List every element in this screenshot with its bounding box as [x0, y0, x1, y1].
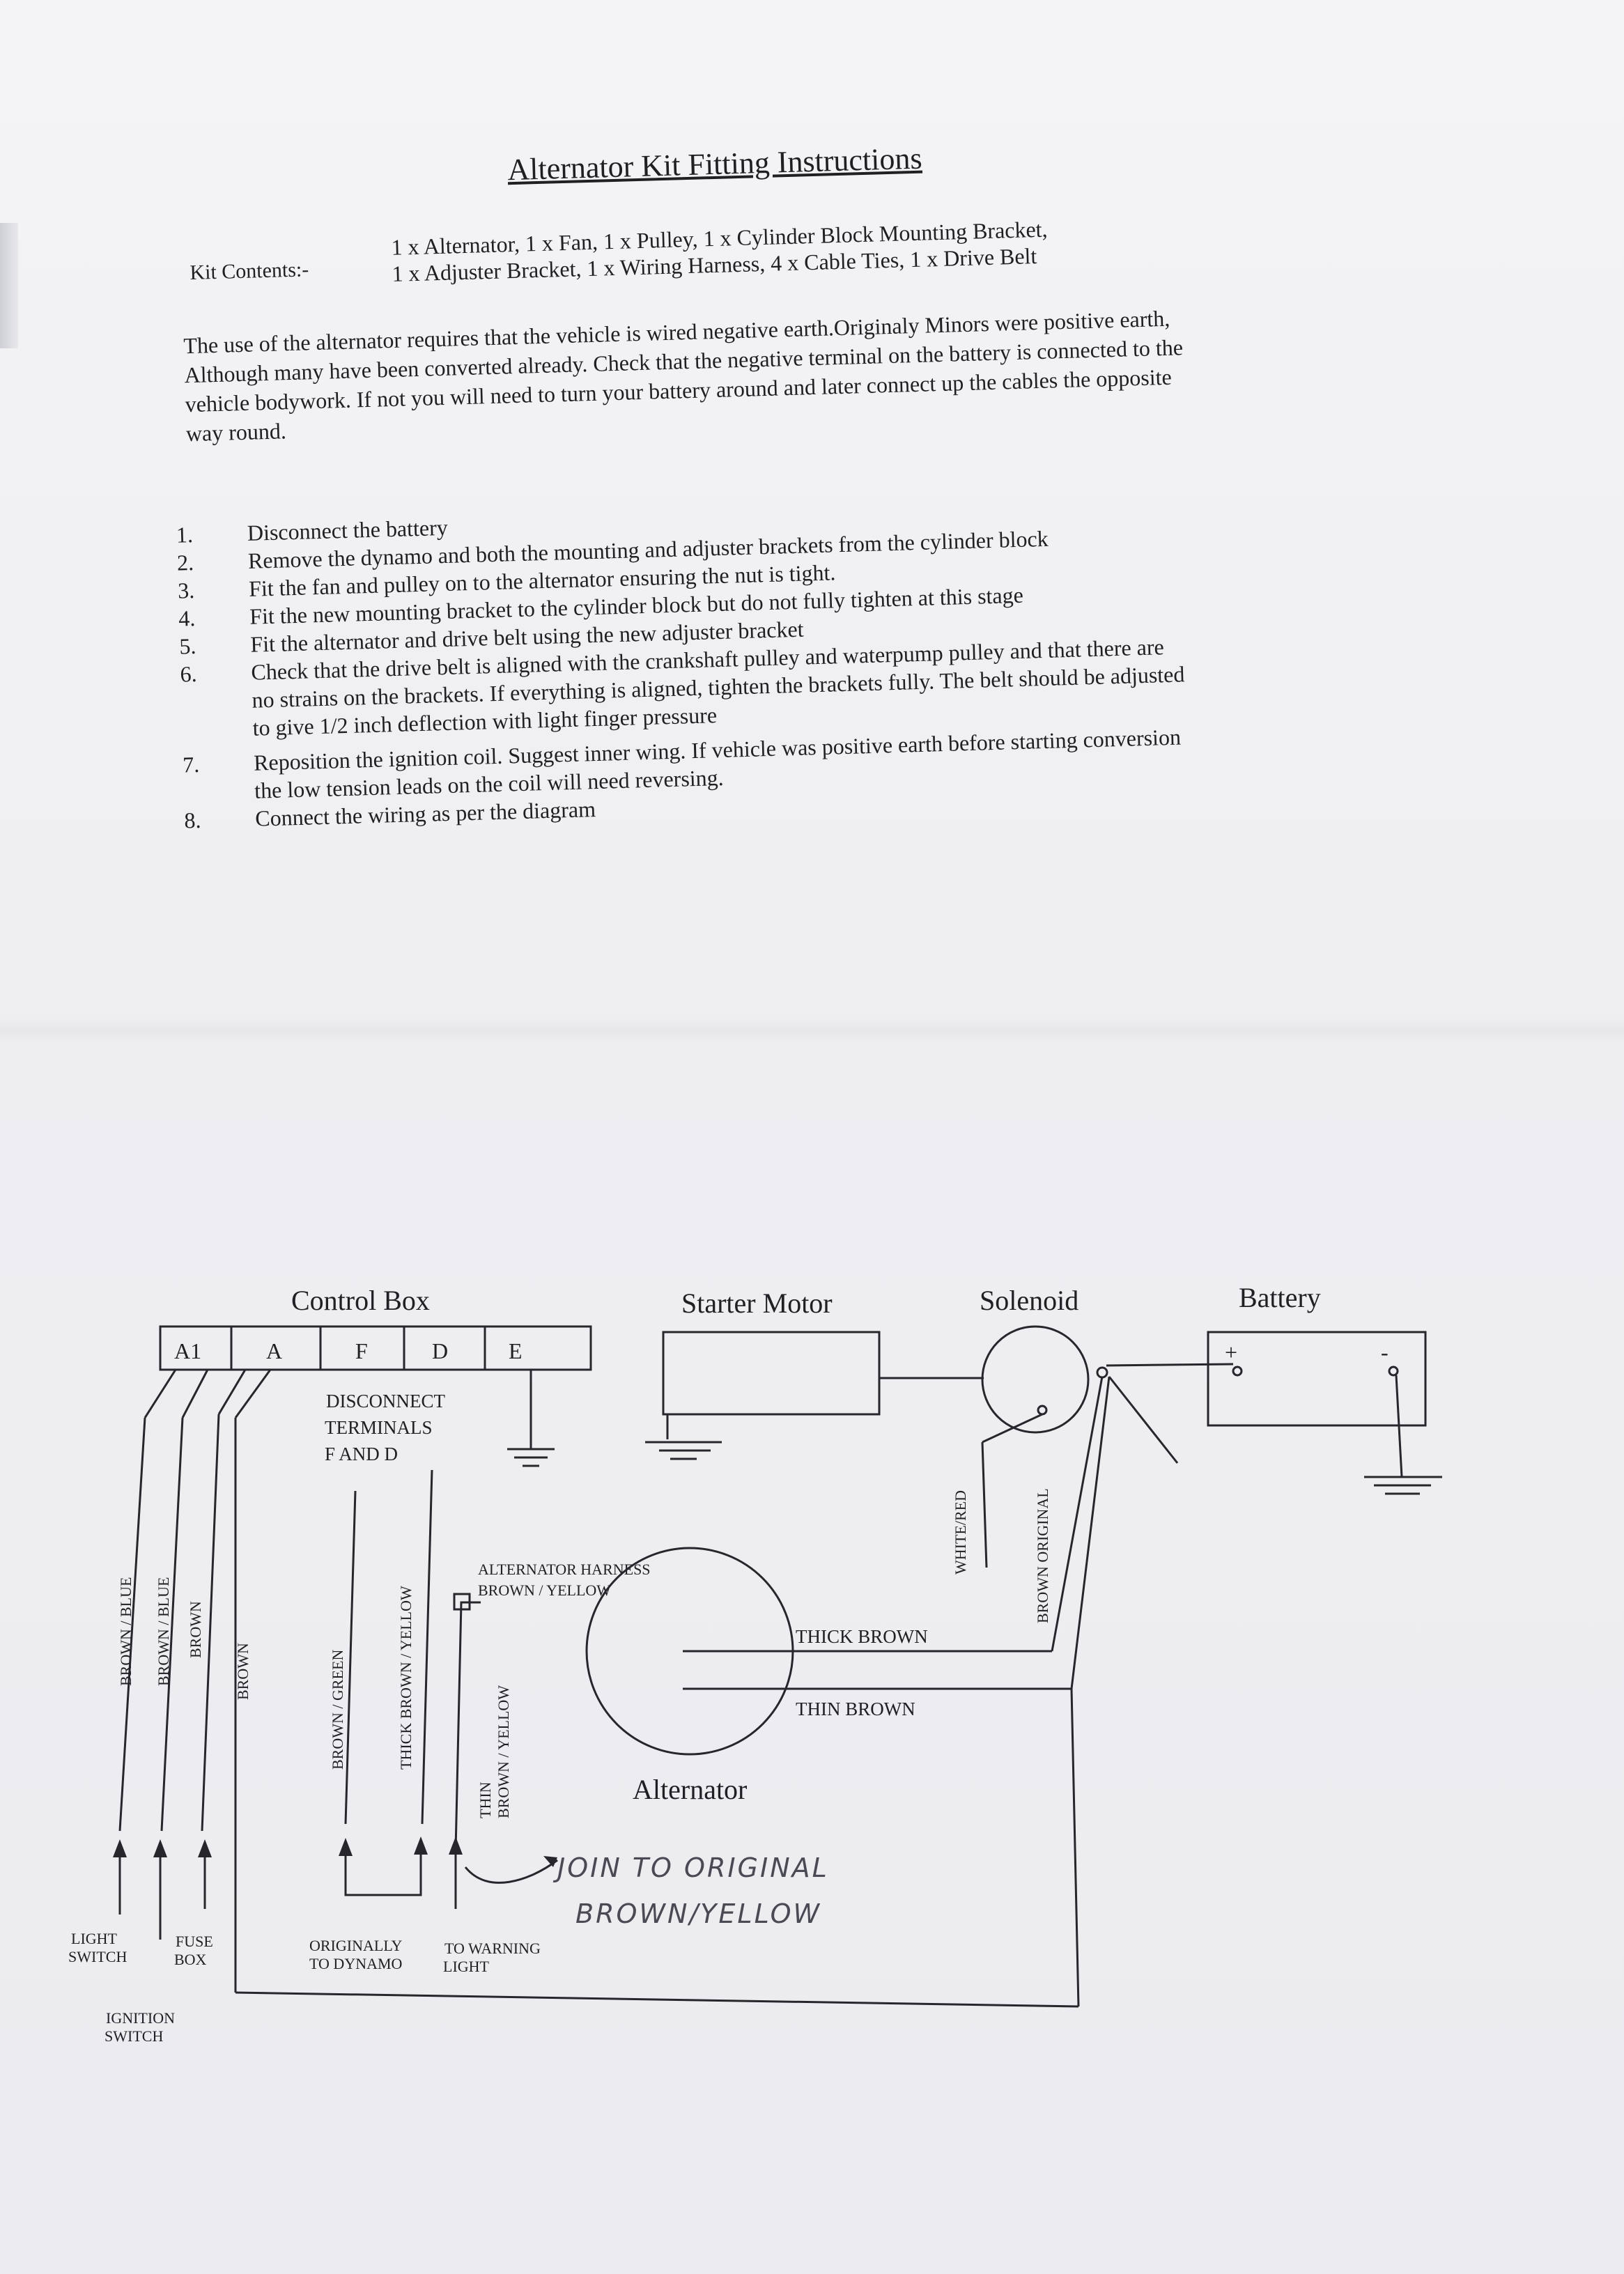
- wire-right-loop: [1070, 1688, 1080, 2007]
- battery-label: Battery: [1239, 1282, 1321, 1313]
- instructions-text: Alternator Kit Fitting Instructions Kit …: [0, 0, 1624, 927]
- wire-brown-green: [344, 1490, 357, 1825]
- solenoid-terminal: [1096, 1366, 1108, 1379]
- handwritten-note: BROWN/YELLOW: [575, 1898, 821, 1929]
- wire-a-diag-1: [217, 1369, 247, 1415]
- wire-harness-thin: [454, 1601, 481, 1851]
- step-number: 6.: [180, 660, 198, 687]
- harness-label: BROWN / YELLOW: [478, 1581, 611, 1599]
- label-thin-brown-yellow: BROWN / YELLOW: [495, 1685, 512, 1818]
- control-box: [159, 1325, 592, 1371]
- label-brown-1: BROWN: [187, 1601, 204, 1658]
- wire-bottom-loop: [235, 1991, 1079, 2008]
- originally-to-dynamo-label: TO DYNAMO: [309, 1955, 402, 1972]
- warning-light-label: TO WARNING: [444, 1940, 541, 1957]
- disconnect-note: DISCONNECT: [326, 1391, 446, 1411]
- ignition-switch-label: IGNITION: [106, 2009, 175, 2027]
- alternator-label: Alternator: [633, 1774, 747, 1805]
- wire-brown-blue-2: [160, 1417, 184, 1832]
- light-switch-label: SWITCH: [68, 1948, 127, 1965]
- step-number: 4.: [178, 605, 196, 631]
- label-brown-original: BROWN ORIGINAL: [1034, 1488, 1051, 1623]
- wire-white-red-link: [982, 1413, 1043, 1444]
- wire-thin-brown-up: [1070, 1376, 1111, 1689]
- wire-brown-1: [201, 1414, 220, 1832]
- terminal-e: E: [509, 1338, 523, 1363]
- handwritten-arrow: [464, 1859, 558, 1884]
- battery-terminal-positive: [1232, 1366, 1243, 1377]
- label-brown-green: BROWN / GREEN: [329, 1650, 346, 1770]
- wire-solenoid-diag: [1108, 1376, 1179, 1464]
- step-number: 7.: [182, 751, 200, 778]
- wire-a1-diag-1: [144, 1369, 177, 1418]
- handwritten-arrowhead: [543, 1856, 557, 1867]
- solenoid-label: Solenoid: [980, 1285, 1078, 1316]
- wire-white-red: [981, 1441, 988, 1568]
- fuse-box-label: BOX: [174, 1951, 207, 1968]
- fuse-box-label: FUSE: [176, 1933, 213, 1950]
- solenoid-symbol: [981, 1325, 1090, 1434]
- label-brown-blue-1: BROWN / BLUE: [117, 1577, 134, 1686]
- intro-paragraph: The use of the alternator requires that …: [183, 297, 1384, 448]
- step-number: 1.: [176, 522, 194, 548]
- starter-motor: [662, 1331, 881, 1416]
- terminal-f: F: [355, 1338, 368, 1363]
- battery-minus: -: [1381, 1340, 1389, 1365]
- arrow-light-switch: [113, 1839, 127, 1915]
- wire-a1-diag-2: [181, 1369, 209, 1418]
- terminal-a1: A1: [174, 1338, 201, 1363]
- arrow-fuse-box: [198, 1839, 212, 1909]
- arrow-dynamo-link: [339, 1836, 428, 1896]
- handwritten-note: JOIN TO ORIGINAL: [552, 1853, 829, 1883]
- step-number: 8.: [183, 807, 201, 833]
- battery-terminal-negative: [1388, 1366, 1399, 1377]
- harness-label: ALTERNATOR HARNESS: [478, 1561, 651, 1578]
- step-number: 2.: [176, 550, 194, 575]
- paper-edge: [0, 223, 18, 348]
- step-1: 1. Disconnect the battery: [176, 486, 1429, 548]
- disconnect-note: F AND D: [325, 1444, 398, 1464]
- label-brown-2: BROWN: [234, 1643, 252, 1700]
- wiring-diagram: Control Box A1 A F D E DISCONNECT TERMIN…: [68, 1282, 1442, 2045]
- terminal-d: D: [432, 1338, 448, 1363]
- solenoid-battery-wire: [1106, 1363, 1234, 1367]
- light-switch-label: LIGHT: [71, 1930, 118, 1947]
- originally-to-dynamo-label: ORIGINALLY: [309, 1937, 403, 1954]
- kit-contents-label: Kit Contents:-: [189, 258, 309, 284]
- battery-plus: +: [1225, 1340, 1237, 1365]
- wire-thick-brown-yellow: [421, 1469, 433, 1825]
- label-brown-blue-2: BROWN / BLUE: [155, 1577, 172, 1686]
- document-title: Alternator Kit Fitting Instructions: [506, 141, 923, 187]
- wire-brown-blue-1: [118, 1417, 146, 1832]
- step-number: 3.: [177, 578, 195, 603]
- step-number: 5.: [178, 633, 196, 659]
- arrow-ignition: [153, 1839, 167, 1940]
- disconnect-note: TERMINALS: [325, 1417, 433, 1438]
- warning-light-label: LIGHT: [443, 1958, 490, 1975]
- solenoid-terminal: [1037, 1405, 1048, 1416]
- paper-fold: [0, 1017, 1624, 1045]
- control-box-label: Control Box: [291, 1285, 430, 1316]
- label-thin: THIN: [477, 1781, 494, 1818]
- label-white-red: WHITE/RED: [952, 1490, 969, 1575]
- battery: [1207, 1331, 1427, 1427]
- battery-earth-wire: [1395, 1375, 1403, 1478]
- terminal-a: A: [266, 1338, 282, 1363]
- wire-brown-original: [1051, 1376, 1104, 1652]
- starter-motor-label: Starter Motor: [681, 1287, 833, 1319]
- label-thin-brown: THIN BROWN: [796, 1699, 915, 1719]
- wire-a-diag-2: [234, 1369, 272, 1418]
- ignition-switch-label: SWITCH: [105, 2027, 163, 2045]
- label-thick-brown: THICK BROWN: [796, 1626, 928, 1647]
- label-thick-brown-yellow: THICK BROWN / YELLOW: [397, 1586, 415, 1770]
- harness-connector: [453, 1593, 471, 1611]
